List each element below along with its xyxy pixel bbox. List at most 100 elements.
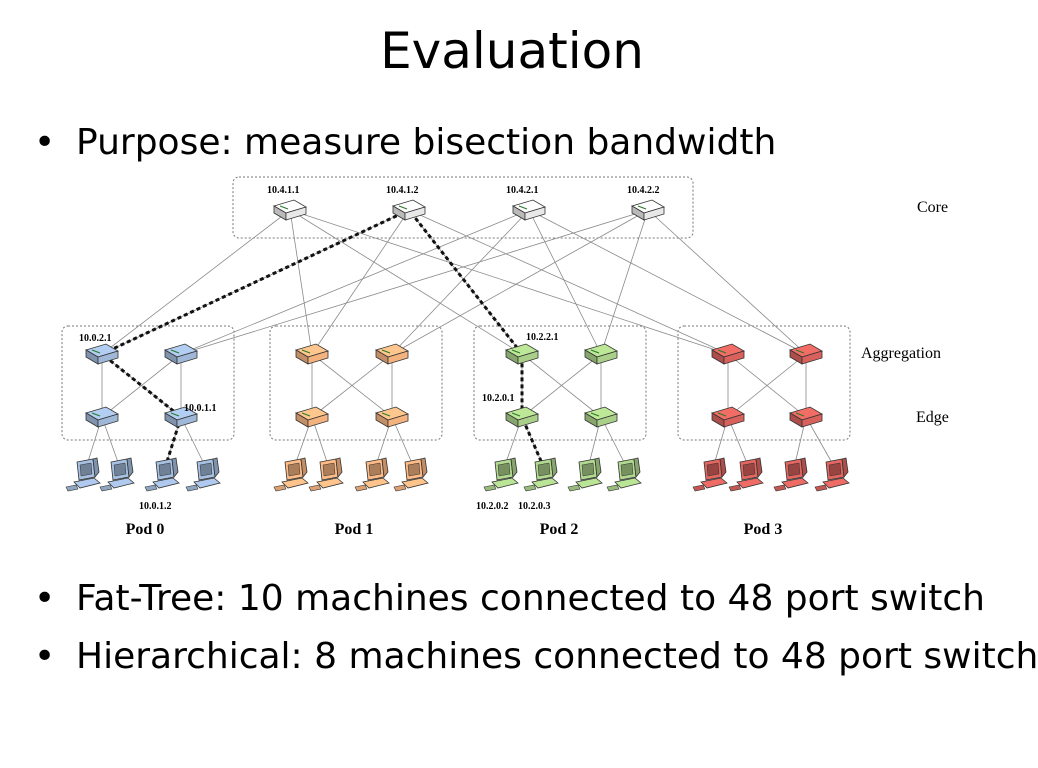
links <box>85 209 836 469</box>
core-switch-2 <box>512 199 546 221</box>
pod3-host-3 <box>814 457 850 492</box>
edge-host-link <box>311 416 330 469</box>
core-agg-link <box>180 209 649 355</box>
core-label-2: 10.4.2.1 <box>506 185 539 196</box>
core-agg-link <box>408 209 729 355</box>
pod3-host-1 <box>728 457 764 492</box>
nodes <box>65 199 850 492</box>
agg-edge-link <box>101 353 182 418</box>
pod3-group-box <box>677 325 851 441</box>
label-pod0-edge: 10.0.1.1 <box>184 403 217 414</box>
pod0-host-0 <box>65 457 101 492</box>
core-agg-link <box>600 209 649 355</box>
layer-label-core: Core <box>917 199 948 216</box>
core-agg-link <box>101 209 291 355</box>
label-pod2-agg: 10.2.2.1 <box>526 332 559 343</box>
pod0-host-2 <box>144 457 180 492</box>
layer-label-edge: Edge <box>916 409 949 426</box>
core-label-0: 10.4.1.1 <box>267 185 300 196</box>
edge-host-link <box>180 416 207 469</box>
pod1-host-3 <box>393 457 429 492</box>
pod2-agg-switch-0 <box>505 343 539 365</box>
pod2-agg-switch-1 <box>584 343 618 365</box>
pod2-host-1 <box>523 457 559 492</box>
agg-edge-link <box>521 353 602 418</box>
bullet-fat-tree: • Fat-Tree: 10 machines connected to 48 p… <box>34 578 985 619</box>
pod3-host-0 <box>692 457 728 492</box>
core-switch-0 <box>273 199 307 221</box>
pod-label-3: Pod 3 <box>744 521 783 538</box>
core-group-box <box>232 176 694 239</box>
label-pod2-host-a: 10.2.0.2 <box>476 501 509 512</box>
pod0-agg-switch-0 <box>85 343 119 365</box>
pod0-edge-switch-1 <box>164 406 198 428</box>
pod3-agg-switch-1 <box>789 343 823 365</box>
highlighted-path <box>99 208 546 469</box>
core-agg-link <box>391 209 530 355</box>
core-agg-link <box>647 209 807 355</box>
pod3-host-2 <box>773 457 809 492</box>
pod2-host-2 <box>567 457 603 492</box>
pod0-group-box <box>61 325 235 441</box>
pod1-edge-switch-1 <box>375 406 409 428</box>
core-agg-link <box>180 209 530 355</box>
pod-label-1: Pod 1 <box>335 521 374 538</box>
pod1-edge-switch-0 <box>295 406 329 428</box>
pod2-host-3 <box>606 457 642 492</box>
core-switch-1 <box>392 199 426 221</box>
pod0-edge-switch-0 <box>85 406 119 428</box>
edge-host-link <box>391 416 415 469</box>
pod1-host-1 <box>308 457 344 492</box>
pod3-edge-switch-0 <box>711 406 745 428</box>
bullet-text: Purpose: measure bisection bandwidth <box>76 122 777 163</box>
pod1-host-2 <box>354 457 390 492</box>
label-pod2-host-b: 10.2.0.3 <box>518 501 551 512</box>
edge-host-link <box>600 416 628 469</box>
pod3-agg-switch-0 <box>711 343 745 365</box>
bullet-hierarchical: • Hierarchical: 8 machines connected to 4… <box>34 636 1038 677</box>
pod2-host-0 <box>483 457 519 492</box>
flow-path <box>99 208 546 469</box>
pod-label-0: Pod 0 <box>126 521 165 538</box>
agg-edge-link <box>727 353 807 418</box>
bullet-text: Hierarchical: 8 machines connected to 48… <box>76 636 1038 677</box>
pod2-edge-switch-1 <box>584 406 618 428</box>
core-switch-3 <box>631 199 665 221</box>
core-agg-link <box>289 209 523 355</box>
pod1-group-box <box>269 325 443 441</box>
core-agg-link <box>289 209 729 355</box>
label-pod0-host: 10.0.1.2 <box>139 501 172 512</box>
pod-label-2: Pod 2 <box>540 521 579 538</box>
pod1-host-0 <box>273 457 309 492</box>
layer-label-aggregation: Aggregation <box>861 345 941 362</box>
bullet-glyph: • <box>34 636 56 677</box>
bullet-glyph: • <box>34 122 56 163</box>
core-label-3: 10.4.2.2 <box>627 185 660 196</box>
core-agg-link <box>311 209 410 355</box>
bullet-glyph: • <box>34 578 56 619</box>
label-pod0-agg: 10.0.2.1 <box>79 333 112 344</box>
pod2-group-box <box>473 325 647 441</box>
agg-edge-link <box>311 353 393 418</box>
pod0-agg-switch-1 <box>164 343 198 365</box>
core-label-1: 10.4.1.2 <box>386 185 419 196</box>
edge-host-link <box>101 416 121 469</box>
label-pod2-edge: 10.2.0.1 <box>482 393 515 404</box>
pod2-edge-switch-0 <box>505 406 539 428</box>
pod1-agg-switch-0 <box>295 343 329 365</box>
core-agg-link <box>528 209 807 355</box>
edge-host-link <box>727 416 750 469</box>
core-agg-link <box>289 209 313 355</box>
group-boxes <box>61 176 851 441</box>
pod0-host-1 <box>99 457 135 492</box>
pod1-agg-switch-1 <box>375 343 409 365</box>
slide-title: Evaluation <box>380 22 644 80</box>
pod0-host-3 <box>185 457 221 492</box>
bullet-text: Fat-Tree: 10 machines connected to 48 po… <box>76 578 985 619</box>
pod3-edge-switch-1 <box>789 406 823 428</box>
bullet-purpose: • Purpose: measure bisection bandwidth <box>34 122 776 163</box>
core-agg-link <box>391 209 649 355</box>
core-agg-link <box>528 209 602 355</box>
edge-host-link <box>805 416 836 469</box>
